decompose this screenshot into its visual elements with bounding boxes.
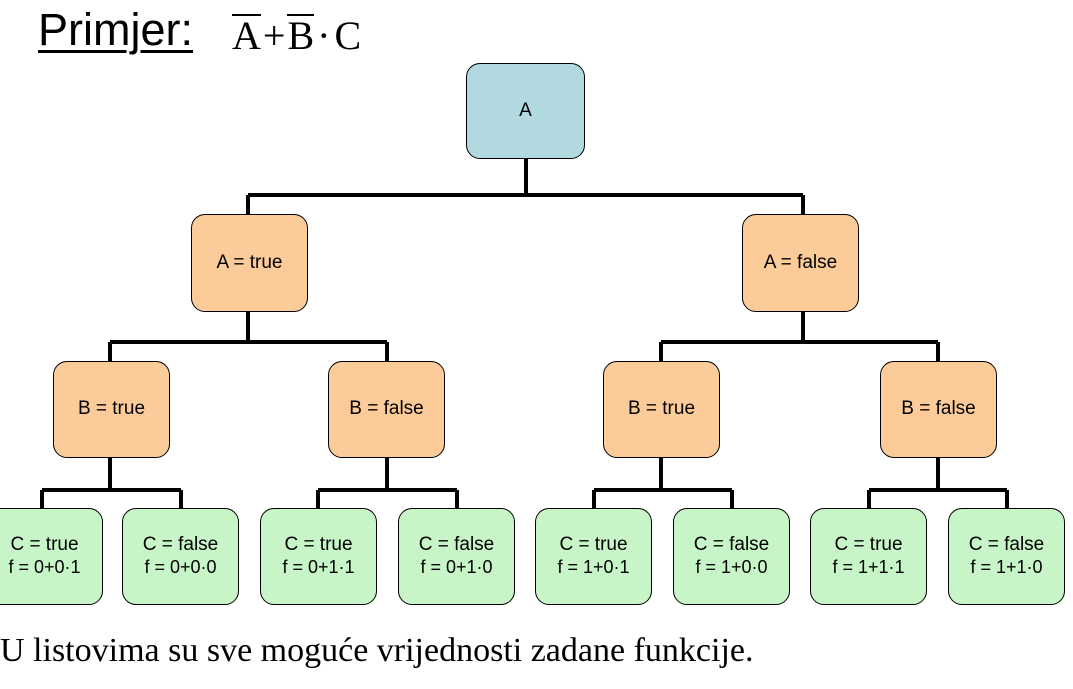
tree-node-b-false: B = false (328, 361, 445, 458)
tree-leaf: C = true f = 1+1·1 (810, 508, 927, 605)
tree-node-a-true: A = true (191, 214, 308, 312)
leaf-value: f = 0+0·1 (8, 557, 81, 578)
leaf-label: C = false (968, 534, 1045, 556)
leaf-value: f = 0+0·0 (144, 557, 217, 578)
caption-text: U listovima su sve moguće vrijednosti za… (0, 632, 754, 669)
formula-b-negated: B (287, 13, 315, 58)
formula-dot: · (317, 13, 331, 58)
formula-plus: + (262, 13, 286, 58)
tree-leaf: C = false f = 1+0·0 (673, 508, 790, 605)
tree-leaf: C = true f = 0+1·1 (260, 508, 377, 605)
leaf-value: f = 1+0·1 (557, 557, 630, 578)
leaf-value: f = 1+1·0 (970, 557, 1043, 578)
node-label: B = true (627, 398, 696, 420)
formula-c: C (334, 13, 362, 58)
leaf-label: C = true (10, 534, 79, 556)
tree-leaf: C = false f = 1+1·0 (948, 508, 1065, 605)
node-label: A (519, 99, 532, 121)
tree-node-root: A (466, 63, 585, 159)
leaf-value: f = 1+0·0 (695, 557, 768, 578)
tree-node-b-true: B = true (603, 361, 720, 458)
node-label: B = true (77, 398, 146, 420)
leaf-label: C = true (834, 534, 903, 556)
node-label: A = false (763, 251, 838, 273)
tree-node-a-false: A = false (742, 214, 859, 312)
leaf-value: f = 1+1·1 (832, 557, 905, 578)
leaf-label: C = true (559, 534, 628, 556)
node-label: B = false (349, 398, 424, 420)
tree-leaf: C = false f = 0+0·0 (122, 508, 239, 605)
title-label: Primjer: (38, 4, 193, 55)
leaf-value: f = 0+1·1 (282, 557, 355, 578)
leaf-label: C = false (142, 534, 219, 556)
leaf-label: C = false (418, 534, 495, 556)
leaf-value: f = 0+1·0 (420, 557, 493, 578)
node-label: B = false (901, 398, 976, 420)
node-label: A = true (216, 251, 283, 273)
tree-node-b-false: B = false (880, 361, 997, 458)
tree-leaf: C = true f = 1+0·1 (535, 508, 652, 605)
formula-a-negated: A (232, 13, 261, 58)
leaf-label: C = true (284, 534, 353, 556)
tree-leaf: C = false f = 0+1·0 (398, 508, 515, 605)
leaf-label: C = false (693, 534, 770, 556)
boolean-formula: A + B · C (232, 12, 361, 59)
tree-node-b-true: B = true (53, 361, 170, 458)
tree-leaf: C = true f = 0+0·1 (0, 508, 103, 605)
